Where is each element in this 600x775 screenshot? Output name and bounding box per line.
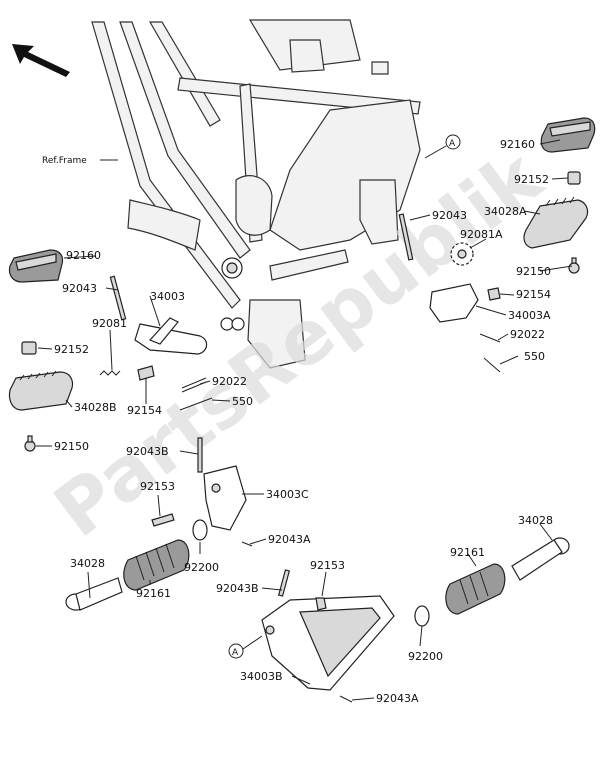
label-92022-left: 92022 xyxy=(212,375,247,388)
svg-text:A: A xyxy=(232,648,239,658)
label-92200-right: 92200 xyxy=(408,650,443,663)
callout-a-bottom: A xyxy=(228,635,263,659)
front-direction-arrow-icon xyxy=(12,44,70,77)
label-92153-upper: 92153 xyxy=(140,480,175,493)
lower-right-passenger-assembly xyxy=(261,537,570,703)
label-34028-right: 34028 xyxy=(518,514,553,527)
label-34028-left: 34028 xyxy=(70,557,105,570)
label-92161-right: 92161 xyxy=(450,546,485,559)
label-92154-left: 92154 xyxy=(127,404,162,417)
label-550-right: 550 xyxy=(524,350,545,363)
label-34003: 34003 xyxy=(150,290,185,303)
label-92043B-lower: 92043B xyxy=(216,582,259,595)
label-92043-right: 92043 xyxy=(432,209,467,222)
label-92200-left: 92200 xyxy=(184,561,219,574)
svg-text:A: A xyxy=(449,139,456,149)
leader-lines xyxy=(36,139,573,701)
label-92043-left: 92043 xyxy=(62,282,97,295)
label-92160-right: 92160 xyxy=(500,138,535,151)
part-labels: 92160 92043 34003 92081 92152 34028B 921… xyxy=(54,138,553,705)
left-footpeg-assembly xyxy=(8,249,213,452)
ref-frame-label: Ref.Frame xyxy=(42,156,87,166)
label-92043B-upper: 92043B xyxy=(126,445,169,458)
label-92161-left: 92161 xyxy=(136,587,171,600)
motorcycle-frame xyxy=(91,19,421,369)
label-92043A-upper: 92043A xyxy=(268,533,311,546)
label-92022-right: 92022 xyxy=(510,328,545,341)
label-34028A: 34028A xyxy=(484,205,527,218)
label-92152-left: 92152 xyxy=(54,343,89,356)
label-550-left: 550 xyxy=(232,395,253,408)
lower-left-passenger-assembly xyxy=(65,437,253,611)
label-92152-right: 92152 xyxy=(514,173,549,186)
label-92043A-lower: 92043A xyxy=(376,692,419,705)
label-92150-left: 92150 xyxy=(54,440,89,453)
label-92154-right: 92154 xyxy=(516,288,551,301)
right-footpeg-assembly xyxy=(398,117,596,373)
label-92153-lower: 92153 xyxy=(310,559,345,572)
callout-a-top: A xyxy=(424,134,461,159)
label-34003B: 34003B xyxy=(240,670,283,683)
label-92081: 92081 xyxy=(92,317,127,330)
label-34003C: 34003C xyxy=(266,488,309,501)
label-92160-left: 92160 xyxy=(66,249,101,262)
label-34003A: 34003A xyxy=(508,309,551,322)
label-92150-right: 92150 xyxy=(516,265,551,278)
label-92081A: 92081A xyxy=(460,228,503,241)
label-34028B: 34028B xyxy=(74,401,117,414)
